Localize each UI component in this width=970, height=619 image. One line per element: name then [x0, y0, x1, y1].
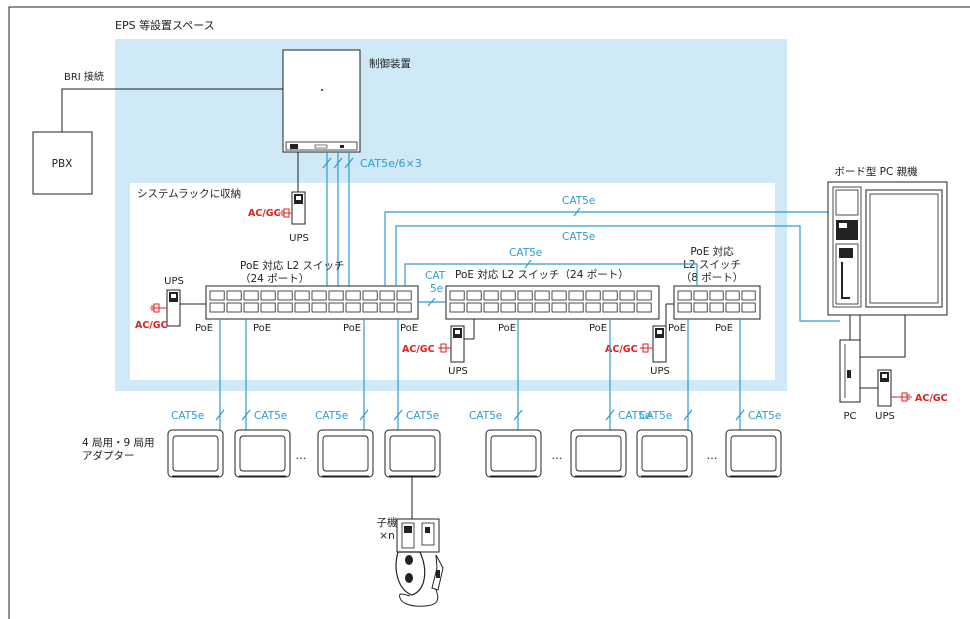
acgc-label: AC/GC — [135, 320, 168, 331]
ups-label: UPS — [650, 366, 670, 377]
poe-label: PoE — [498, 323, 516, 334]
bri-line — [61, 88, 283, 132]
ups-controller — [291, 191, 306, 225]
poe-label: PoE — [343, 323, 361, 334]
handset-label-2: ×n — [379, 530, 394, 542]
poe-labels: PoE PoE PoE PoE PoE PoE PoE PoE — [195, 323, 733, 334]
ellipsis-2: … — [552, 449, 563, 462]
interconnect-ticks — [427, 207, 581, 307]
switch-24-a — [205, 285, 419, 320]
pc-tower — [839, 339, 861, 403]
cat-tick — [241, 409, 251, 421]
adapter-monitor-icon — [384, 429, 441, 478]
ups-switch-b — [450, 325, 465, 363]
cat-drop-label: CAT5e — [315, 410, 348, 422]
ellipsis-1: … — [296, 449, 307, 462]
cat-main-cables — [326, 152, 350, 286]
ups-label: UPS — [448, 366, 468, 377]
ups-label: UPS — [164, 276, 184, 287]
handset-label-1: 子機 — [377, 516, 398, 529]
acgc-label: AC/GC — [915, 393, 948, 404]
cat-split-1: CAT — [425, 270, 446, 282]
poe-label: PoE — [400, 323, 418, 334]
poe-label: PoE — [589, 323, 607, 334]
adapter-monitor-icon — [636, 429, 693, 478]
cat-tick — [359, 409, 369, 421]
adapter-monitor-icon — [725, 429, 782, 478]
cat-drop-label: CAT5e — [171, 410, 204, 422]
adapter-monitor-icon — [317, 429, 374, 478]
ups-label: UPS — [875, 411, 895, 422]
ups-label: UPS — [289, 233, 309, 244]
ups-pc — [877, 369, 892, 407]
adapter-monitor-icon — [570, 429, 627, 478]
switch-24-a-title: PoE 対応 L2 スイッチ — [240, 259, 345, 272]
adapter-monitor-icon — [167, 429, 224, 478]
plug-icon — [150, 303, 167, 313]
switch-8-title-2: L2 スイッチ — [683, 259, 741, 271]
cat-tick — [735, 409, 745, 421]
adapter-row — [167, 429, 782, 478]
ups-switch-a — [166, 289, 181, 327]
switch-8-title-1: PoE 対応 — [690, 245, 734, 258]
switch-24-a-subtitle: （24 ポート） — [240, 273, 309, 285]
outer-frame — [8, 6, 970, 619]
pc-label: PC — [843, 411, 856, 422]
cat-main-ticks — [322, 157, 354, 169]
board-pc-unit — [827, 181, 948, 316]
switch-8 — [673, 285, 761, 320]
board-pc-label: ボード型 PC 親機 — [834, 165, 918, 178]
acgc-label: AC/GC — [605, 344, 638, 355]
poe-label: PoE — [668, 323, 686, 334]
cat-drop-label: CAT5e — [254, 410, 287, 422]
switch-8-title-3: （8 ポート） — [681, 272, 744, 284]
cat-drop-label: CAT5e — [748, 410, 781, 422]
acgc-label: AC/GC — [402, 344, 435, 355]
cat-tick — [683, 409, 693, 421]
adapter-monitor-icon — [485, 429, 542, 478]
pbx-label: PBX — [52, 158, 73, 170]
rack-title: システムラックに収納 — [137, 187, 241, 200]
controller-unit — [282, 49, 361, 153]
adapter-label-2: アダプター — [82, 449, 135, 462]
cat-main-label: CAT5e/6×3 — [360, 157, 422, 170]
switch-24-b-title: PoE 対応 L2 スイッチ（24 ポート） — [455, 268, 629, 281]
cat-tick — [393, 409, 403, 421]
switch-interconnects — [384, 211, 840, 322]
adapter-monitor-icon — [234, 429, 291, 478]
cat-label-board: CAT5e — [562, 231, 595, 243]
controller-label: 制御装置 — [369, 57, 411, 70]
board-legs — [849, 315, 861, 340]
plug-icon — [278, 208, 292, 218]
cat-drop-label: CAT5e — [469, 410, 502, 422]
board-power-line — [860, 315, 906, 358]
ups-switch-c — [652, 325, 667, 363]
poe-label: PoE — [253, 323, 271, 334]
cat-drop-label: CAT5e — [618, 410, 651, 422]
poe-drop-lines — [219, 319, 741, 430]
cat-tick — [513, 409, 523, 421]
pbx-box — [32, 131, 93, 195]
cat-tick — [605, 409, 615, 421]
cat-tick — [215, 409, 225, 421]
cat-drop-label: CAT5e — [406, 410, 439, 422]
bri-label: BRI 接続 — [64, 70, 104, 83]
handset-icon — [395, 518, 444, 607]
ellipsis-3: … — [707, 449, 718, 462]
cat-drop-label: CAT5e — [639, 410, 672, 422]
cat-label-mid: CAT5e — [509, 247, 542, 259]
eps-title: EPS 等設置スペース — [115, 18, 215, 32]
cat-split-2: 5e — [430, 283, 443, 295]
adapter-label-1: 4 局用・9 局用 — [82, 437, 155, 449]
acgc-label: AC/GC — [248, 208, 281, 219]
plug-icon — [640, 343, 653, 353]
plug-icon — [891, 392, 912, 402]
plug-icon — [438, 343, 451, 353]
switch-24-b — [445, 285, 660, 320]
cat-label-top: CAT5e — [562, 195, 595, 207]
poe-label: PoE — [195, 323, 213, 334]
poe-label: PoE — [715, 323, 733, 334]
